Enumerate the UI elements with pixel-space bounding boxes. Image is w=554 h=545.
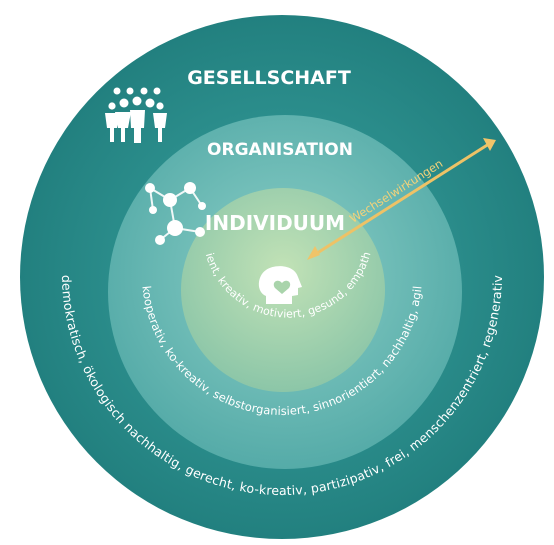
network-nodes-icon [145, 182, 206, 245]
organisation-title: ORGANISATION [207, 140, 353, 160]
interaction-arrow [307, 138, 496, 260]
head-heart-icon [258, 266, 302, 304]
individual-title: INDIVIDUUM [205, 211, 345, 235]
people-group-icon [105, 87, 167, 143]
society-title: GESELLSCHAFT [187, 67, 351, 89]
